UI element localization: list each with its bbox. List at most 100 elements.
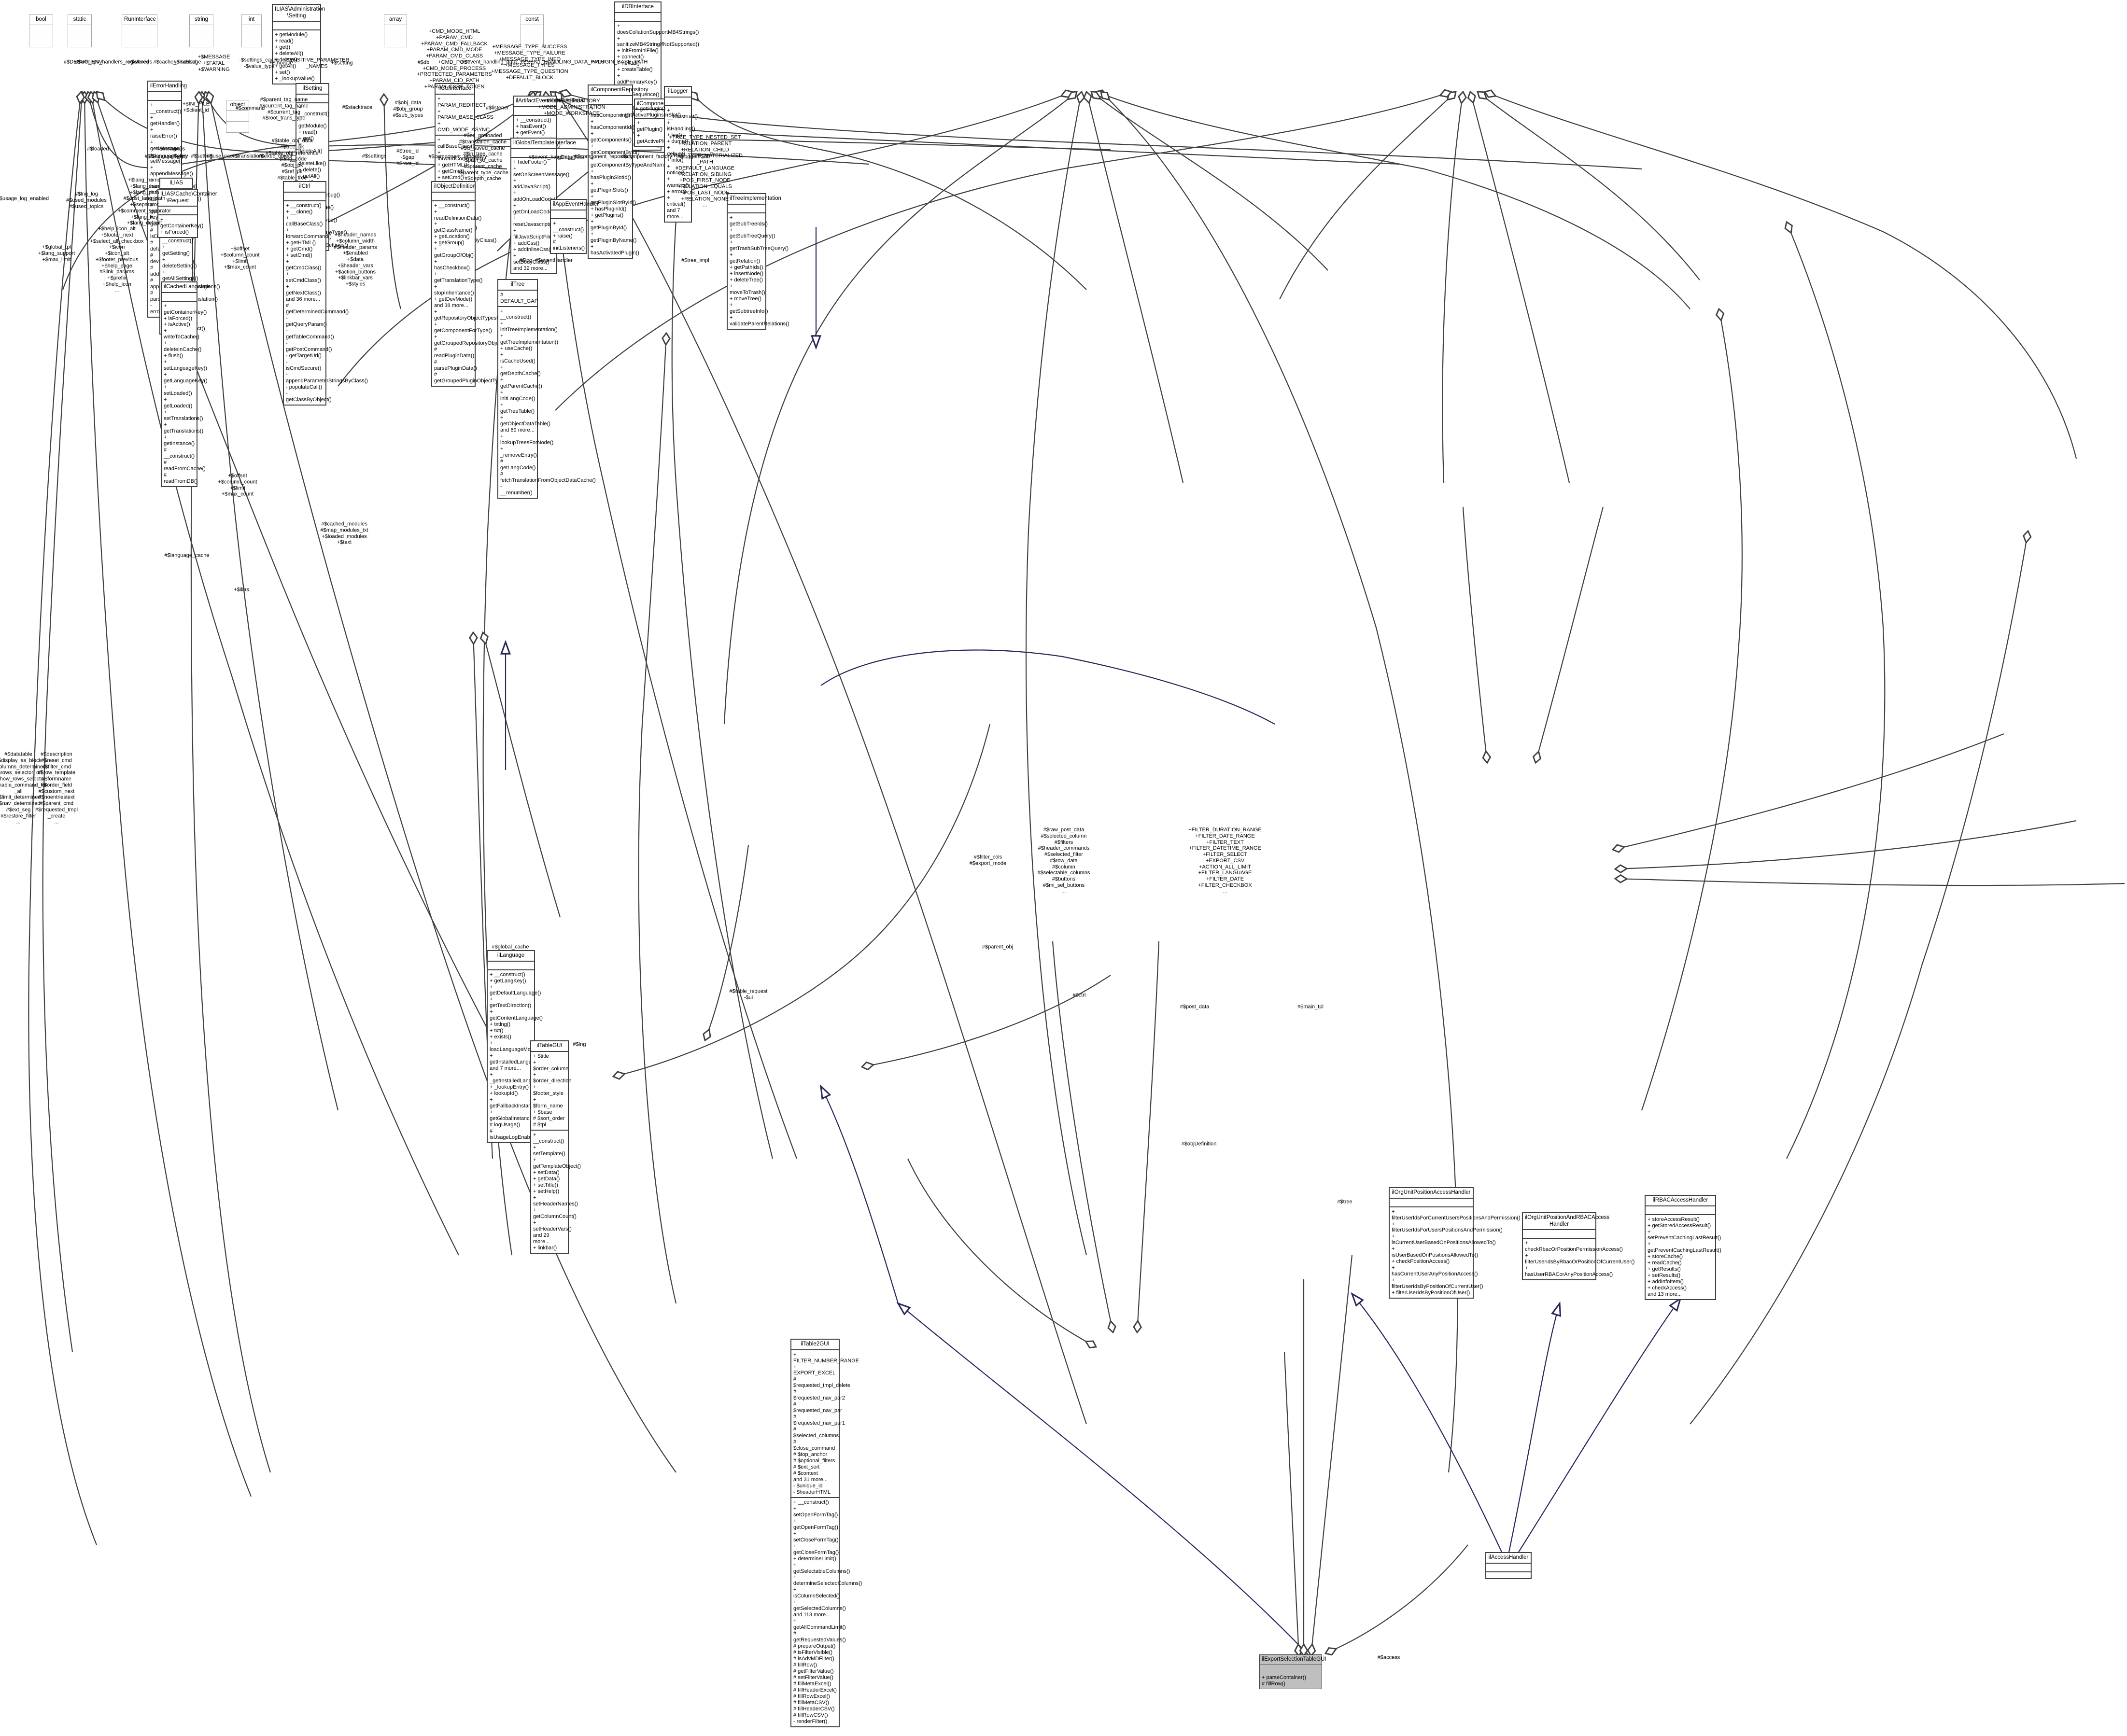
class-box-int[interactable]: int (241, 14, 262, 47)
class-box-ilTableGUI[interactable]: ilTableGUI+ $title+ $order_column+ $orde… (530, 1040, 581, 1254)
class-box-ilOrgUnitPositionAndRBACAccessHandler[interactable]: ilOrgUnitPositionAndRBACAccess Handler+ … (1522, 1212, 1634, 1280)
operation-row: + readDefinitionData() (434, 209, 482, 221)
operation-row: + getDevMode() (434, 296, 473, 303)
class-box-ilRBACAccessHandler[interactable]: ilRBACAccessHandler+ storeAccessResult()… (1645, 1195, 1721, 1301)
class-box-ilTable2GUI[interactable]: ilTable2GUI+ FILTER_NUMBER_RANGE+ EXPORT… (790, 1339, 862, 1727)
operation-row: + getDefaultLanguage() (490, 984, 541, 996)
operation-row: and 69 more... (500, 427, 535, 433)
class-box-ilLanguage[interactable]: ilLanguage+ __construct()+ getLangKey()+… (487, 950, 549, 1143)
operation-row: + lookupTreesForNode() (500, 433, 554, 446)
class-box-ilAppEventHandler[interactable]: ilAppEventHandler+ __construct()+ raise(… (550, 199, 599, 254)
class-box-ilLogger[interactable]: ilLogger+ __construct()+ isHandling()+ l… (664, 86, 698, 223)
operation-row: + __construct() (150, 102, 182, 114)
operation-row: + stopInheritance() (434, 284, 474, 296)
edge-label-l-tree-impl: #$tree_impl (681, 257, 709, 264)
class-box-ilObjectDefinition[interactable]: ilObjectDefinition+ __construct()+ readD… (431, 181, 535, 387)
class-attributes (514, 107, 556, 116)
operation-row: + getComponents() (591, 131, 632, 143)
class-attributes: + PARAM_REDIRECT+ PARAM_BASE_CLASS+ CMD_… (436, 95, 493, 136)
operation-row: - renderFilter() (793, 1718, 828, 1724)
operation-row: + addJavaScript() (513, 178, 551, 190)
operation-row: + getTreeImplementation() (500, 333, 559, 346)
operation-row: + notice() (667, 164, 685, 176)
class-box-ilTree[interactable]: ilTree# DEFAULT_GAP+ __construct()+ init… (497, 279, 596, 499)
class-box-ilRunInterface[interactable]: RunInterface (122, 14, 157, 47)
class-name: ilLogger (665, 87, 691, 98)
class-attributes (589, 96, 632, 105)
attribute-row: + $form_name (533, 1097, 563, 1109)
class-box-array[interactable]: array (384, 14, 407, 47)
attribute-row: # $sort_order (533, 1116, 565, 1122)
edge-label-l-error: #$error (171, 153, 188, 159)
operation-row: + checkRbacOrPositionPermissionAccess() (1525, 1240, 1623, 1253)
class-box-ilCtrl[interactable]: ilCtrl+ __construct()+ __clone()+ callBa… (283, 181, 368, 406)
operation-row: # fillHeaderCSV() (793, 1706, 835, 1712)
operation-row: + addPrimaryKey() (617, 73, 657, 85)
class-box-ilComponentFactory[interactable]: ilComponentFactory+ getPlugin()+ getActi… (634, 98, 693, 148)
class-operations: + getModule()+ read()+ get()+ deleteAll(… (273, 30, 320, 84)
edge-label-l-obj-data: #$obj_data #$obj_group #$sub_types (393, 99, 423, 118)
class-name: ilCachedLanguage (162, 282, 210, 293)
class-name: const (521, 15, 543, 25)
operation-row: + addInlineCss() (513, 247, 552, 253)
class-box-ilCachedLanguage[interactable]: ilCachedLanguage+ getContainerKey()+ isF… (161, 281, 210, 487)
operation-row: + getNextClass() (286, 284, 321, 296)
class-operations (122, 36, 157, 47)
operation-row: # fillMetaExcel() (793, 1680, 831, 1687)
operation-row: # fillHeaderExcel() (793, 1687, 837, 1693)
operation-row: + _lookupValue() (275, 75, 315, 82)
class-attributes (1523, 1230, 1595, 1239)
edge-label-l-cache-disabled: #$cache_disabled (153, 59, 197, 65)
class-box-object[interactable]: object (226, 100, 249, 133)
operation-row: + getTranslations() (164, 421, 204, 434)
class-attributes (1486, 1564, 1531, 1572)
class-box-ilias_admin_setting[interactable]: ILIAS\Administration \Setting+ getModule… (272, 4, 325, 84)
operation-row: + info() (667, 157, 684, 164)
class-attributes (615, 13, 661, 22)
class-attributes (296, 95, 328, 103)
operation-row: + hasActivatedPlugin() (591, 243, 639, 256)
operation-row: + getGroup() (434, 240, 465, 246)
class-attributes (148, 92, 181, 101)
class-operations: + __construct()+ readDefinitionData()+ g… (432, 201, 535, 386)
operation-row: + getActivePluginsInSlot() (637, 132, 693, 145)
edge-label-l-instances: #$instances (156, 146, 185, 152)
class-box-ilExportSelectionTableGUI[interactable]: ilExportSelectionTableGUI+ parseContaine… (1259, 1654, 1326, 1689)
class-box-static[interactable]: static (68, 14, 92, 47)
attribute-row: # $optional_filters (793, 1458, 835, 1464)
class-name: ilTree (498, 280, 537, 291)
class-box-bool[interactable]: bool (29, 14, 53, 47)
operation-row: + setHeaderNames() (533, 1194, 578, 1207)
attribute-row: + PARAM_BASE_CLASS (437, 108, 493, 121)
operation-row: + initFromIniFile() (617, 48, 659, 54)
class-box-ilGlobalTemplateInterface[interactable]: ilGlobalTemplateInterface+ hideFooter()+… (510, 138, 581, 274)
class-box-ilComponentRepository[interactable]: ilComponentRepository+ hasComponent()+ h… (588, 84, 670, 259)
operation-row: + getCloseFormTag() (793, 1543, 839, 1555)
attribute-row: # $ext_sort (793, 1464, 820, 1470)
operation-row: + getSubTreeQuery() (730, 227, 775, 239)
class-attributes (635, 110, 667, 119)
operation-row: + getOpenFormTag() (793, 1518, 838, 1530)
edge-label-l-msg-types: +MESSAGE_TYPE_SUCCESS +MESSAGE_TYPE_FAIL… (491, 43, 568, 81)
operation-row: + getFallbackInstance() (490, 1096, 541, 1109)
class-box-ilOrgUnitPositionAccessHandler[interactable]: ilOrgUnitPositionAccessHandler+ filterUs… (1389, 1187, 1521, 1299)
operation-row: + fillJavaScriptFiles() (513, 228, 558, 240)
class-box-ilTreeImplementation[interactable]: ilTreeImplementation+ getSubTreeIds()+ g… (727, 193, 789, 330)
operation-row: + isForced() (160, 229, 189, 236)
edge-label-l-command: #$command (235, 105, 265, 112)
class-box-ilias_cache_container_request[interactable]: ILIAS\Cache\Container \Request+ getConta… (157, 189, 217, 238)
operation-row: + getTreeTable() (500, 402, 535, 414)
class-box-const[interactable]: const (521, 14, 544, 47)
edge-label-l-message: #$message (173, 59, 201, 65)
class-name: ILIAS\Cache\Container \Request (158, 190, 217, 207)
class-name: RunInterface (122, 15, 157, 25)
class-box-ilAccessHandler[interactable]: ilAccessHandler (1485, 1552, 1532, 1579)
class-box-string[interactable]: string (189, 14, 213, 47)
operation-row: + isCurrentUserBasedOnPositionsAllowedTo… (1392, 1233, 1496, 1246)
operation-row: + getRepositoryObjectTypesForComponent() (434, 309, 535, 321)
operation-row: + getContentLanguage() (490, 1009, 543, 1022)
operation-row: - getTargetUrl() (286, 352, 322, 359)
operation-row: + setBodyClass() (513, 253, 549, 266)
attribute-row: + PARAM_REDIRECT (437, 96, 486, 108)
operation-row: + storeAccessResult() (1648, 1216, 1700, 1222)
